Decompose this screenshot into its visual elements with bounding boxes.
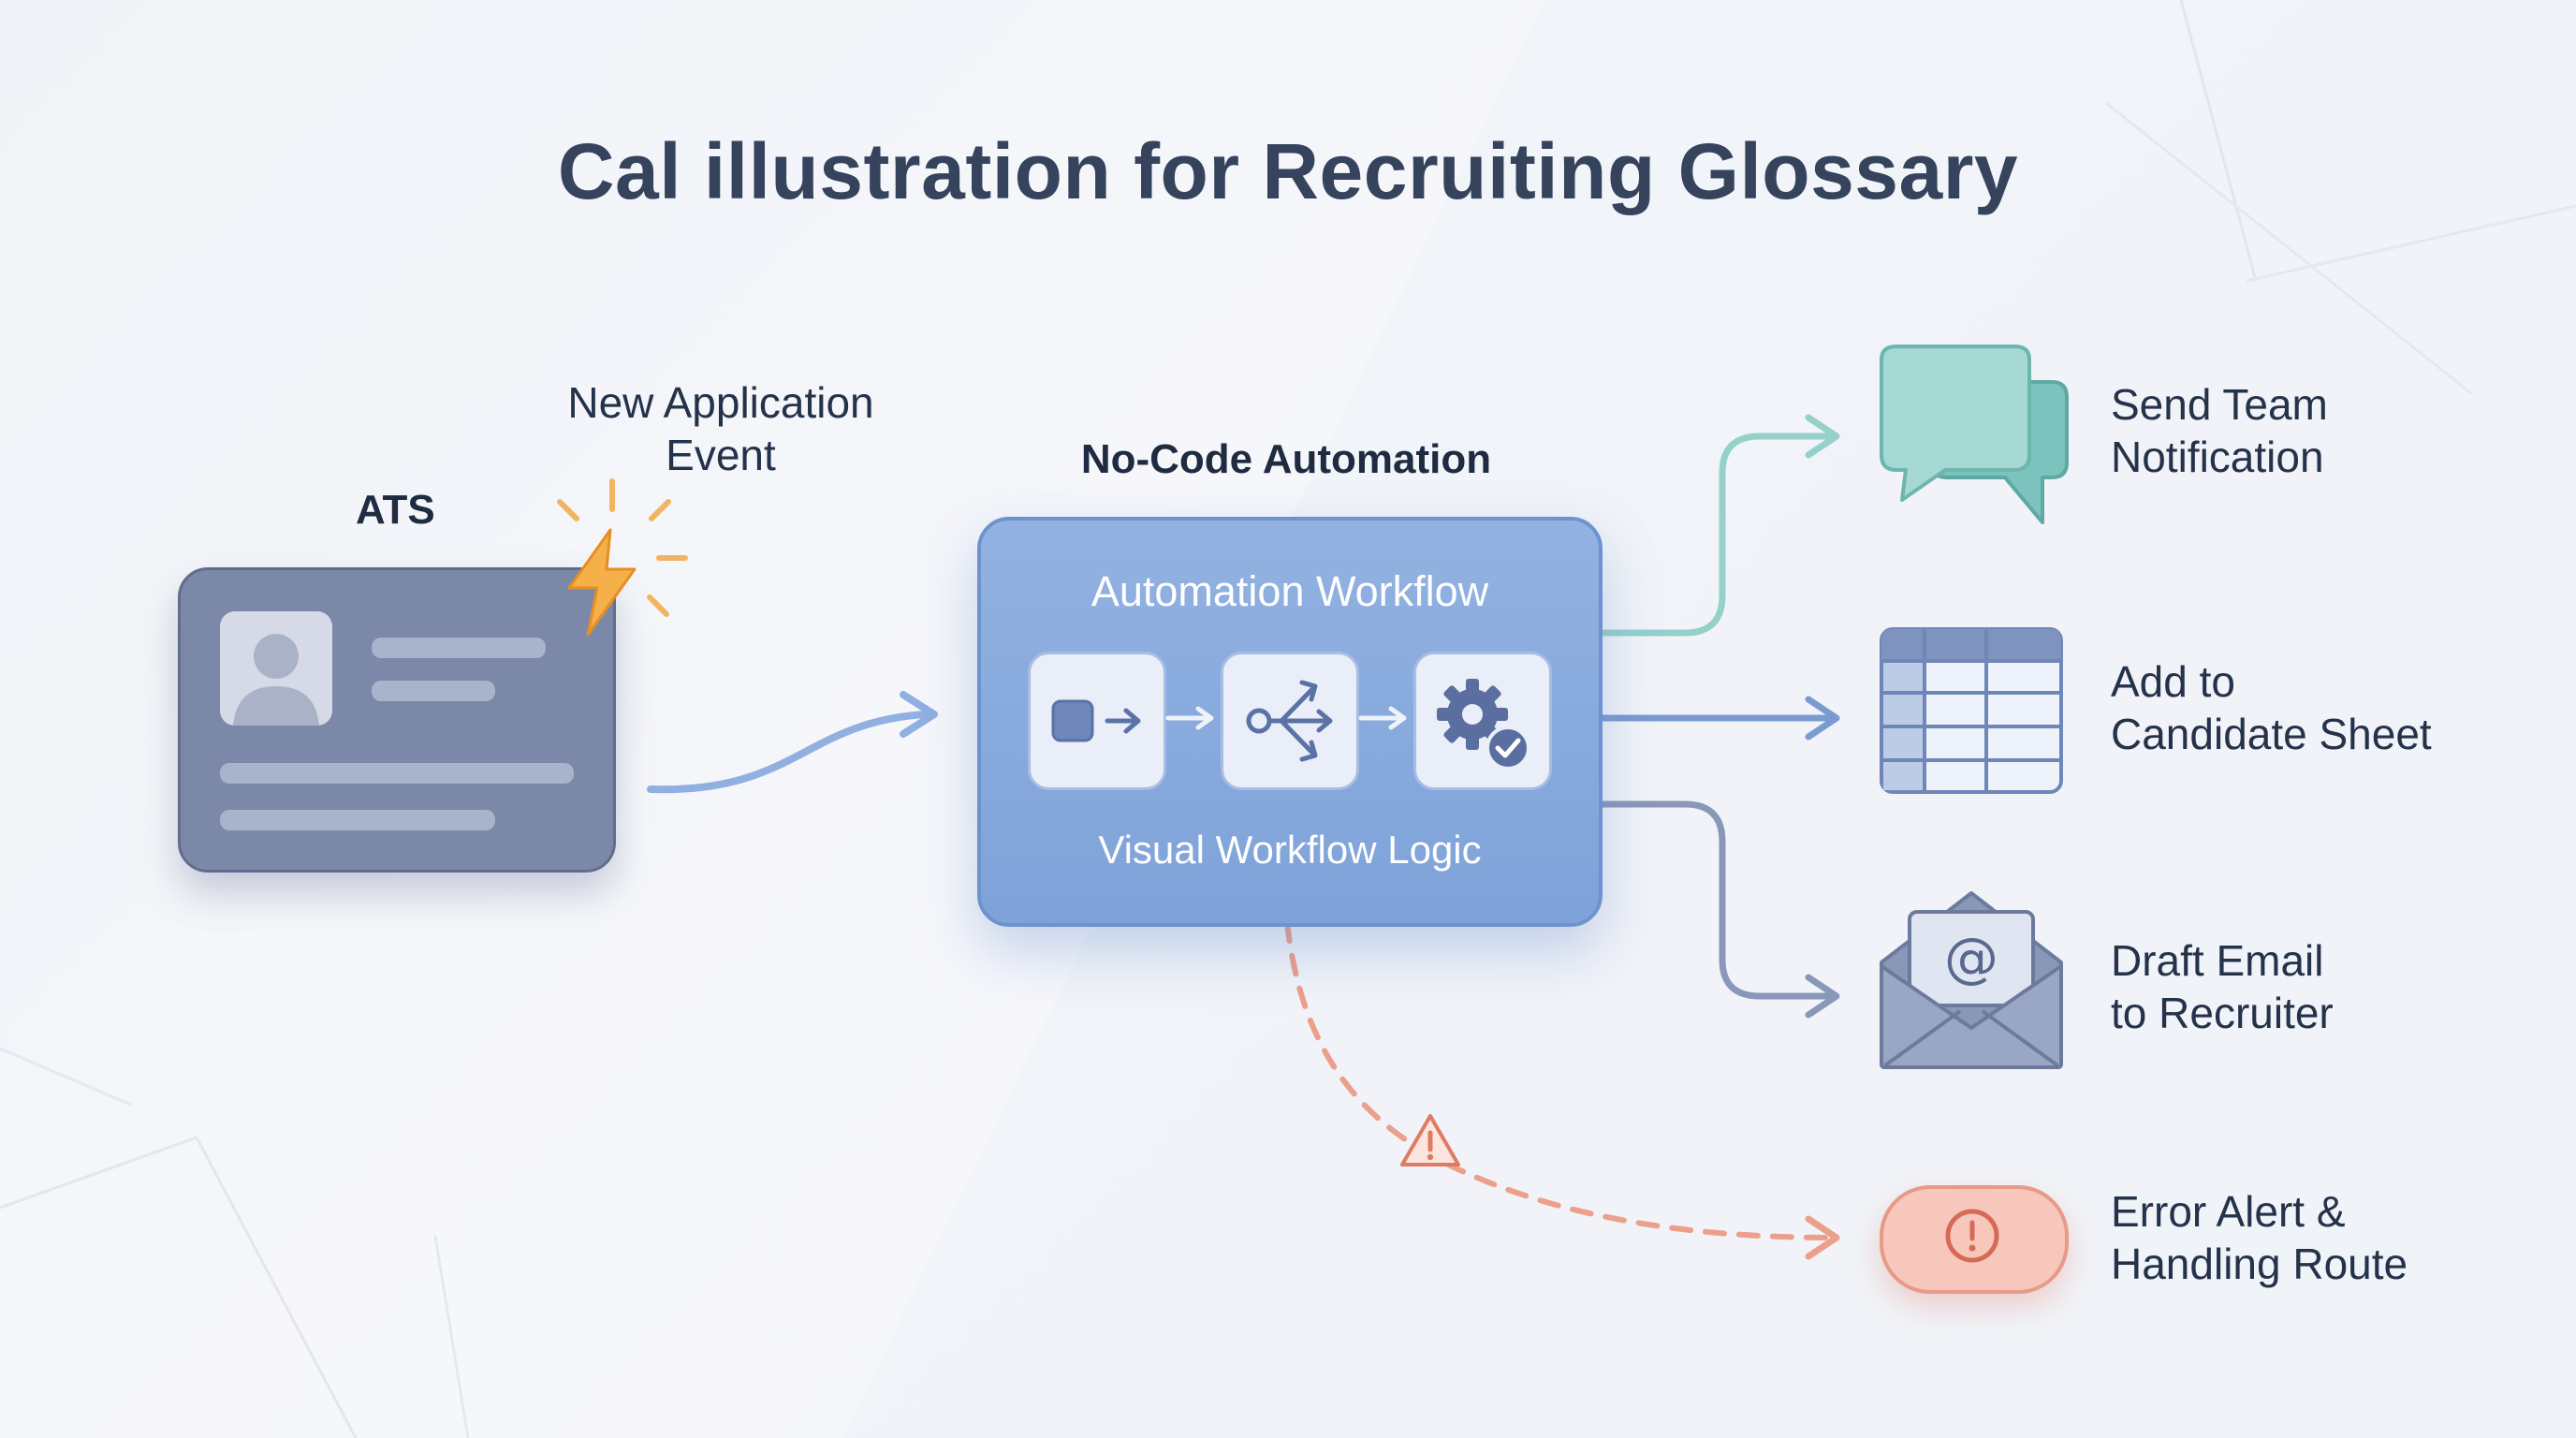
- candidate-avatar-icon: [220, 611, 332, 726]
- warning-triangle-icon: [1400, 1114, 1460, 1167]
- automation-box-subtitle: Visual Workflow Logic: [1098, 828, 1482, 872]
- error-alert-icon: [1880, 1185, 2069, 1294]
- output-label-line2: Candidate Sheet: [2111, 710, 2432, 758]
- card-text-line: [220, 810, 495, 830]
- spreadsheet-icon: [1880, 627, 2063, 794]
- chat-bubbles-icon: [1880, 345, 2069, 524]
- step-arrow-icon: [1358, 706, 1407, 730]
- event-label-line1: New Application: [567, 378, 874, 427]
- branch-icon: [1246, 680, 1333, 762]
- step-arrow-icon: [1165, 706, 1214, 730]
- output-label-line1: Add to: [2111, 657, 2235, 706]
- event-label-line2: Event: [666, 431, 776, 479]
- output-label-email: Draft Email to Recruiter: [2111, 934, 2334, 1039]
- card-text-line: [372, 638, 546, 658]
- automation-box-title: Automation Workflow: [1090, 567, 1489, 615]
- gear-check-icon: [1437, 679, 1530, 770]
- to-notification-arrow: [1595, 433, 1838, 637]
- branch-step-tile: [1221, 652, 1359, 790]
- output-label-line2: to Recruiter: [2111, 989, 2334, 1037]
- trigger-icon: [1051, 699, 1141, 742]
- svg-text:@: @: [1944, 926, 1998, 990]
- action-step-tile: [1413, 652, 1552, 790]
- ats-to-automation-arrow: [647, 711, 930, 794]
- event-label: New Application Event: [524, 376, 917, 481]
- output-label-line1: Draft Email: [2111, 936, 2324, 985]
- ats-card: [178, 567, 616, 873]
- ats-label: ATS: [356, 487, 435, 533]
- card-text-line: [372, 681, 495, 701]
- email-envelope-icon: @: [1880, 891, 2063, 1069]
- output-label-notification: Send Team Notification: [2111, 378, 2328, 483]
- output-label-sheet: Add to Candidate Sheet: [2111, 655, 2432, 760]
- output-label-line1: Error Alert &: [2111, 1187, 2346, 1236]
- automation-workflow-box: Automation Workflow: [977, 517, 1603, 927]
- to-email-arrow: [1595, 800, 1838, 1000]
- output-label-line2: Handling Route: [2111, 1240, 2408, 1288]
- output-label-line1: Send Team: [2111, 380, 2328, 429]
- card-text-line: [220, 763, 574, 784]
- lightning-bolt-icon: [557, 478, 688, 637]
- error-route-arrow: [1284, 919, 1837, 1240]
- diagram-title: Cal illustration for Recruiting Glossary: [557, 127, 2019, 215]
- output-label-error: Error Alert & Handling Route: [2111, 1185, 2408, 1290]
- trigger-step-tile: [1028, 652, 1166, 790]
- automation-heading: No-Code Automation: [1080, 436, 1492, 482]
- output-label-line2: Notification: [2111, 433, 2324, 481]
